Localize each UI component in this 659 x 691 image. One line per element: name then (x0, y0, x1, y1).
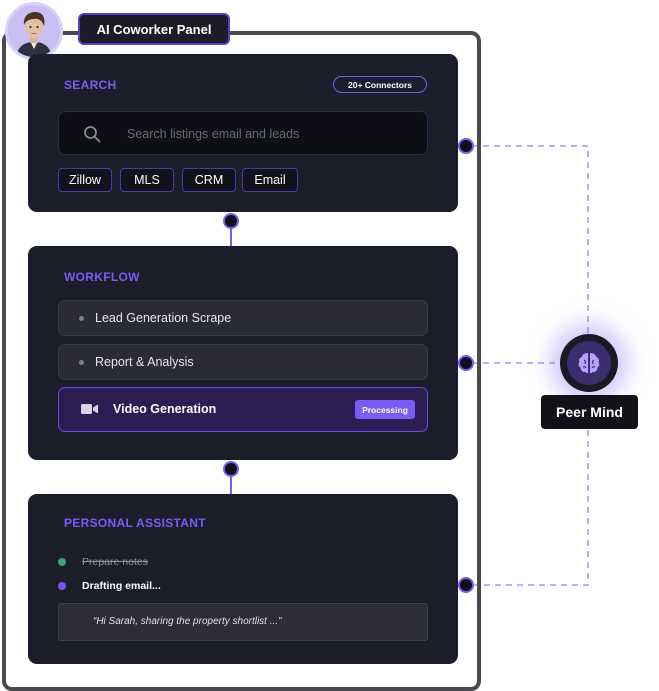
panel-title: AI Coworker Panel (78, 13, 230, 45)
peer-mind-avatar[interactable] (560, 334, 618, 392)
bullet-icon (79, 316, 84, 321)
workflow-active-label: Video Generation (113, 402, 217, 416)
connector-search-to-peer (472, 145, 589, 334)
task-label: Drafting email... (82, 580, 161, 592)
connector-node (458, 138, 474, 154)
connector-assistant-to-peer (472, 430, 589, 586)
search-input[interactable]: Search listings email and leads (58, 111, 428, 155)
search-placeholder: Search listings email and leads (127, 127, 300, 141)
workflow-item-video-generation[interactable]: Video Generation Processing (58, 387, 428, 432)
workflow-item-report-analysis[interactable]: Report & Analysis (58, 344, 428, 380)
assistant-card-label: PERSONAL ASSISTANT (64, 516, 206, 530)
panel-frame (2, 31, 481, 691)
task-drafting-email: Drafting email... (58, 578, 258, 594)
connector-node (458, 577, 474, 593)
draft-preview[interactable]: “Hi Sarah, sharing the property shortlis… (58, 603, 428, 641)
workflow-card: WORKFLOW Lead Generation Scrape Report &… (28, 246, 458, 460)
task-prepare-notes: Prepare notes (58, 554, 258, 570)
connectors-badge: 20+ Connectors (333, 76, 427, 93)
connector-workflow-to-assistant (230, 476, 232, 496)
status-dot-progress (58, 582, 66, 590)
workflow-card-label: WORKFLOW (64, 270, 140, 284)
processing-badge: Processing (355, 400, 415, 419)
status-dot-done (58, 558, 66, 566)
search-card: SEARCH 20+ Connectors Search listings em… (28, 54, 458, 212)
search-card-label: SEARCH (64, 78, 117, 92)
chip-zillow[interactable]: Zillow (58, 168, 112, 192)
person-icon (8, 5, 60, 57)
workflow-item-label: Report & Analysis (95, 355, 194, 369)
connector-node (223, 213, 239, 229)
connector-node (223, 461, 239, 477)
brain-circle (567, 341, 611, 385)
chip-crm[interactable]: CRM (182, 168, 236, 192)
bullet-icon (79, 360, 84, 365)
connector-node (458, 355, 474, 371)
search-icon (84, 126, 101, 143)
video-camera-icon (81, 404, 98, 414)
workflow-item-label: Lead Generation Scrape (95, 311, 232, 325)
connector-search-to-workflow (230, 222, 232, 248)
brain-icon (578, 353, 600, 374)
workflow-item-lead-generation[interactable]: Lead Generation Scrape (58, 300, 428, 336)
chip-email[interactable]: Email (242, 168, 298, 192)
task-label: Prepare notes (82, 556, 148, 568)
avatar (5, 2, 63, 60)
assistant-card: PERSONAL ASSISTANT Prepare notes Draftin… (28, 494, 458, 664)
peer-mind-label: Peer Mind (541, 395, 638, 429)
chip-mls[interactable]: MLS (120, 168, 174, 192)
